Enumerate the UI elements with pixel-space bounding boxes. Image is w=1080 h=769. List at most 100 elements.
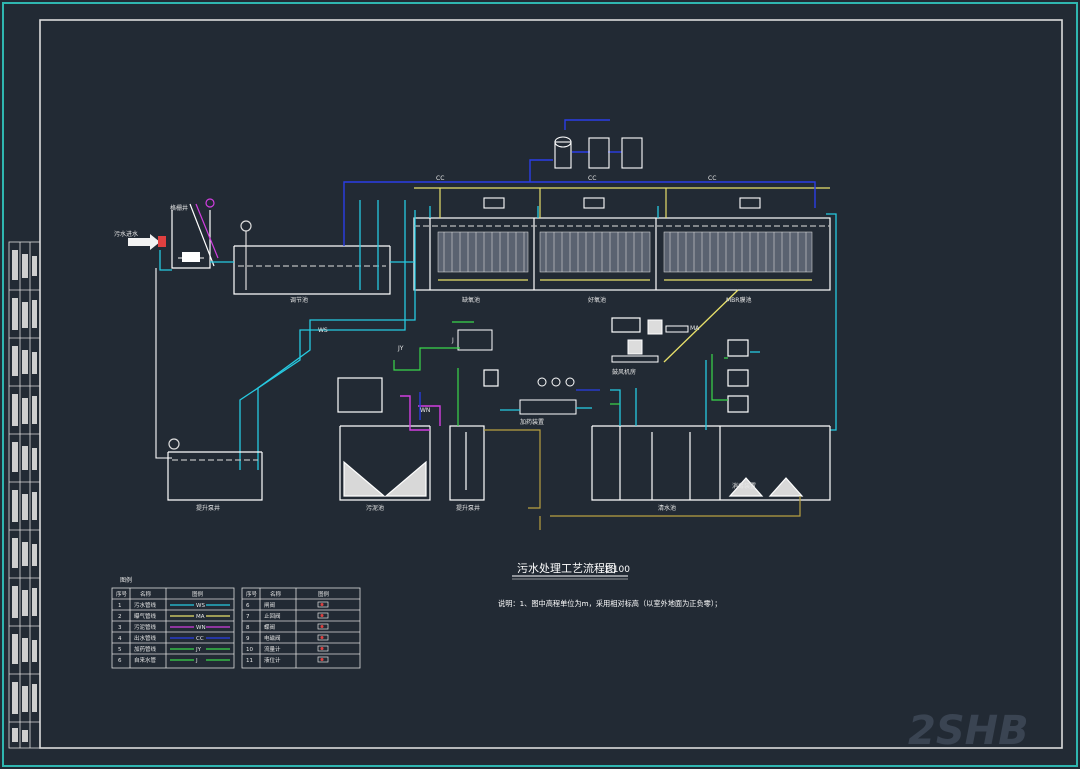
- pump-well: [167, 438, 263, 501]
- effluent-lower: [419, 389, 600, 420]
- legend-right-row-no: 10: [246, 647, 253, 653]
- legend-right-row-dot: [320, 636, 324, 639]
- legend-left-row-no: 2: [118, 614, 122, 620]
- top-equipment: [483, 136, 761, 209]
- effluent-header: [343, 119, 816, 246]
- code-cc-2: CC: [588, 175, 596, 182]
- code-cc-3: CC: [708, 175, 716, 182]
- legend-left-row-no: 5: [118, 647, 122, 653]
- legend-right-row-dot: [320, 625, 324, 628]
- dosing-lines: [393, 321, 728, 426]
- dosing-units: [457, 329, 577, 415]
- label-inflow: 污水进水: [114, 230, 138, 238]
- title-block: [8, 241, 41, 749]
- legend-right-row-name: 闸阀: [264, 601, 275, 609]
- label-dosing: 加药装置: [520, 418, 544, 426]
- legend-header: 图例: [120, 576, 132, 584]
- sewage-upper: [159, 200, 837, 470]
- legend-left-col-symbol: 图例: [192, 590, 204, 598]
- legend-right-row-symbol: [317, 612, 329, 619]
- title-block-hatch: [12, 250, 37, 742]
- legend-right-row-no: 9: [246, 636, 250, 642]
- code-jy-1: JY: [397, 345, 404, 352]
- bio-tank-row: [413, 217, 831, 291]
- legend-left-row-no: 6: [118, 658, 122, 664]
- pump-column: [449, 369, 499, 501]
- line-code-labels: CC CC CC JY J WS WN MA: [318, 175, 716, 414]
- legend-left-row-name: 曝气管线: [134, 612, 157, 620]
- drawing-frame: [39, 19, 1063, 749]
- legend-left-row-name: 污水管线: [134, 601, 157, 609]
- unit-labels: 格栅井 调节池 缺氧池 好氧池 MBR膜池 污泥池 提升泵井 清水池 提升泵井 …: [114, 204, 756, 512]
- legend-left-col-name: 名称: [140, 590, 152, 598]
- code-ws-1: WS: [318, 327, 328, 334]
- label-disinfection: 消毒装置: [732, 482, 756, 490]
- aeration-lines: [414, 187, 830, 281]
- return-line: [484, 429, 801, 530]
- label-aerobic: 好氧池: [588, 296, 606, 304]
- legend-right-row-symbol: [317, 634, 329, 641]
- watermark: 2SHB: [908, 708, 1029, 754]
- legend-right-row-name: 蝶阀: [264, 623, 275, 631]
- legend-right-row-no: 11: [246, 658, 253, 664]
- legend-right-row-symbol: [317, 645, 329, 652]
- legend-right-col-no: 序号: [246, 590, 258, 598]
- code-cc-1: CC: [436, 175, 444, 182]
- sewage-left: [155, 268, 172, 459]
- inflow-arrow: [128, 234, 166, 250]
- drawing-title: 污水处理工艺流程图: [517, 561, 616, 575]
- drawing-scale: 1:100: [604, 565, 630, 575]
- legend-left-row-code: MA: [196, 614, 205, 620]
- sewage-lower: [500, 351, 760, 430]
- label-blower: 鼓风机房: [612, 368, 636, 376]
- legend-right-col-name: 名称: [270, 590, 282, 598]
- sludge-tank: [337, 377, 431, 501]
- label-equalization: 调节池: [290, 296, 308, 304]
- code-wn-1: WN: [420, 407, 430, 414]
- legend-right-row-no: 6: [246, 603, 250, 609]
- membrane-modules: [437, 231, 813, 273]
- legend-left-row-no: 4: [118, 636, 122, 642]
- legend-right-row-dot: [320, 658, 324, 661]
- label-anoxic: 缺氧池: [462, 296, 480, 304]
- legend-left-row-name: 出水管线: [134, 634, 157, 642]
- label-sludge: 污泥池: [366, 504, 384, 512]
- label-clear-water: 清水池: [658, 504, 676, 512]
- equalization-tank: [233, 220, 391, 295]
- label-mbr: MBR膜池: [726, 296, 751, 304]
- legend-left-row-name: 污泥管线: [134, 623, 157, 631]
- clear-water-tank: [591, 317, 831, 501]
- legend-left-row-name: 加药管线: [134, 645, 157, 653]
- blower-unit: [611, 319, 689, 363]
- legend-left-row-no: 3: [118, 625, 122, 631]
- legend-left-row-code: J: [195, 658, 198, 664]
- legend-left-row-code: CC: [196, 636, 204, 642]
- legend-right-col-symbol: 图例: [318, 590, 330, 598]
- label-pump-basin: 提升泵井: [196, 504, 220, 512]
- legend-right-row-symbol: [317, 656, 329, 663]
- drawing-title-block: 污水处理工艺流程图 1:100 说明：1、图中高程单位为m，采用相对标高（以室外…: [498, 561, 722, 608]
- legend-left-col-no: 序号: [116, 590, 128, 598]
- legend-right-row-dot: [320, 603, 324, 606]
- sludge-lines: [400, 395, 441, 431]
- legend-left-row-no: 1: [118, 603, 122, 609]
- grille-well: [171, 198, 219, 269]
- legend-right-row-no: 7: [246, 614, 250, 620]
- legend-left-row-code: JY: [195, 647, 202, 653]
- legend-right-row-symbol: [317, 601, 329, 608]
- legend-right-row-name: 流量计: [264, 645, 281, 653]
- legend-right-row-no: 8: [246, 625, 250, 631]
- legend-right-row-symbol: [317, 623, 329, 630]
- legend-right-row-name: 止回阀: [264, 612, 281, 620]
- legend-left-row-code: WS: [196, 603, 205, 609]
- legend-right-row-dot: [320, 647, 324, 650]
- membrane-hatch: [443, 232, 807, 272]
- air-diagonal: [663, 289, 739, 363]
- label-grille-well: 格栅井: [170, 204, 188, 212]
- drawing-note: 说明：1、图中高程单位为m，采用相对标高（以室外地面为正负零）；: [498, 599, 722, 608]
